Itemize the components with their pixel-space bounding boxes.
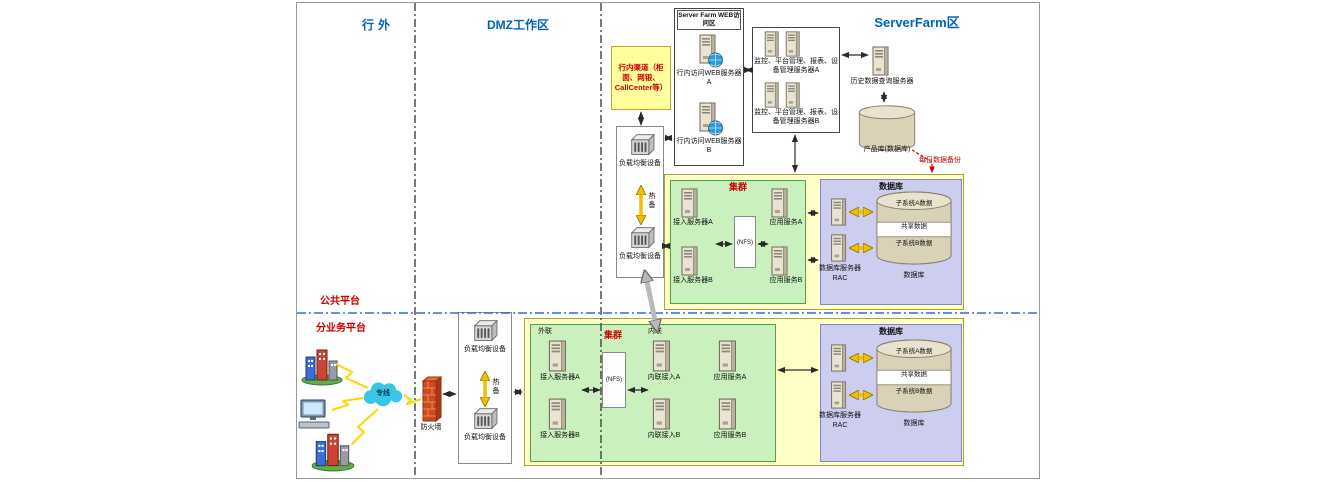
cb-seg-b: 子系统B数据	[895, 388, 933, 395]
zone-dmz-title: DMZ工作区	[487, 18, 549, 32]
server-icon	[830, 234, 850, 267]
ct-seg-shared: 共享数据	[901, 223, 927, 230]
web-server-b-label: 行内访问WEB服务器B	[676, 138, 742, 154]
server-icon	[652, 340, 674, 377]
server-icon	[652, 398, 674, 435]
ct-app-a-label: 应用服务A	[769, 219, 803, 226]
web-zone-title: Server Farm WEB访问区	[677, 10, 741, 31]
load-balancer-icon	[472, 407, 498, 436]
cb-app-a-label: 应用服务A	[713, 374, 747, 381]
hot-standby-bottom-label: 热备	[492, 379, 500, 395]
firewall-label: 防火墙	[420, 424, 442, 431]
ct-app-b-label: 应用服务B	[769, 277, 803, 284]
daily-backup-label: 每日数据备份	[919, 157, 961, 164]
web-server-icon	[699, 34, 723, 73]
cb-nfs-label: (NFS)	[606, 377, 622, 383]
city-buildings-icon	[300, 344, 344, 391]
server-icon	[680, 246, 702, 281]
load-balancer-icon	[472, 319, 498, 348]
cb-seg-shared: 共享数据	[901, 371, 927, 378]
platform-business-label: 分业务平台	[316, 323, 366, 334]
lb-top-a-label: 负载均衡设备	[619, 160, 661, 167]
server-icon	[770, 246, 792, 281]
server-icon	[718, 398, 740, 435]
hot-standby-top-label: 热备	[648, 193, 656, 209]
ct-seg-a: 子系统A数据	[895, 200, 933, 207]
city-buildings-icon	[310, 428, 356, 477]
ct-seg-b: 子系统B数据	[895, 240, 933, 247]
ct-nfs-box	[734, 216, 756, 268]
cb-nfs-box	[602, 352, 626, 408]
lb-top-b-label: 负载均衡设备	[619, 253, 661, 260]
server-icon	[680, 188, 702, 223]
web-server-icon	[699, 102, 723, 141]
server-icon	[830, 381, 850, 414]
server-icon	[872, 46, 892, 81]
ct-access-a-label: 接入服务器A	[673, 219, 713, 226]
cb-cyl-label: 数据库	[903, 420, 925, 427]
cb-seg-a: 子系统A数据	[895, 348, 933, 355]
ct-db-rac-label: RAC	[832, 275, 848, 282]
zone-serverfarm-title: ServerFarm区	[874, 15, 960, 30]
server-icon	[718, 340, 740, 377]
ct-cyl-label: 数据库	[903, 272, 925, 279]
ct-db-title: 数据库	[879, 182, 903, 191]
server-icon	[548, 340, 570, 377]
history-server-label: 历史数据查询服务器	[850, 78, 914, 85]
channel-box: 行内渠道（柜面、网银、CallCenter等）	[611, 46, 671, 110]
channel-box-label: 行内渠道（柜面、网银、CallCenter等）	[614, 62, 668, 93]
lb-bottom-a-label: 负载均衡设备	[464, 346, 506, 353]
cb-internal-label: 内联	[648, 328, 662, 335]
product-db-label: 产品库(数据库)	[863, 146, 911, 153]
mgmt-server-a-label: 监控、平台管理、报表、设备管理服务器A	[754, 58, 838, 74]
load-balancer-icon	[629, 133, 655, 162]
cluster-bottom-title: 集群	[603, 330, 622, 340]
zone-outside-title: 行外	[361, 18, 394, 32]
server-icon	[830, 344, 850, 377]
cb-db-server-label: 数据库服务器	[819, 412, 861, 419]
server-icon	[770, 188, 792, 223]
cluster-top-title: 集群	[728, 182, 747, 192]
leased-line-label: 专线	[376, 390, 390, 397]
cb-external-label: 外联	[538, 328, 552, 335]
cb-db-rac-label: RAC	[832, 422, 848, 429]
ct-db-server-label: 数据库服务器	[819, 265, 861, 272]
cb-internal-a-label: 内联接入A	[647, 374, 681, 381]
load-balancer-icon	[629, 226, 655, 255]
cb-internal-b-label: 内联接入B	[647, 432, 681, 439]
cb-access-b-label: 接入服务器B	[540, 432, 580, 439]
ct-nfs-label: (NFS)	[737, 240, 753, 246]
web-zone-box	[674, 8, 744, 166]
lb-bottom-b-label: 负载均衡设备	[464, 434, 506, 441]
cb-access-a-label: 接入服务器A	[540, 374, 580, 381]
ct-access-b-label: 接入服务器B	[673, 277, 713, 284]
server-icon	[548, 398, 570, 435]
mgmt-server-b-label: 监控、平台管理、报表、设备管理服务器B	[754, 109, 838, 125]
web-server-a-label: 行内访问WEB服务器A	[676, 70, 742, 86]
firewall-icon	[420, 376, 442, 427]
platform-public-label: 公共平台	[320, 296, 360, 307]
server-icon	[830, 198, 850, 231]
cb-app-b-label: 应用服务B	[713, 432, 747, 439]
cb-db-title: 数据库	[879, 327, 903, 336]
